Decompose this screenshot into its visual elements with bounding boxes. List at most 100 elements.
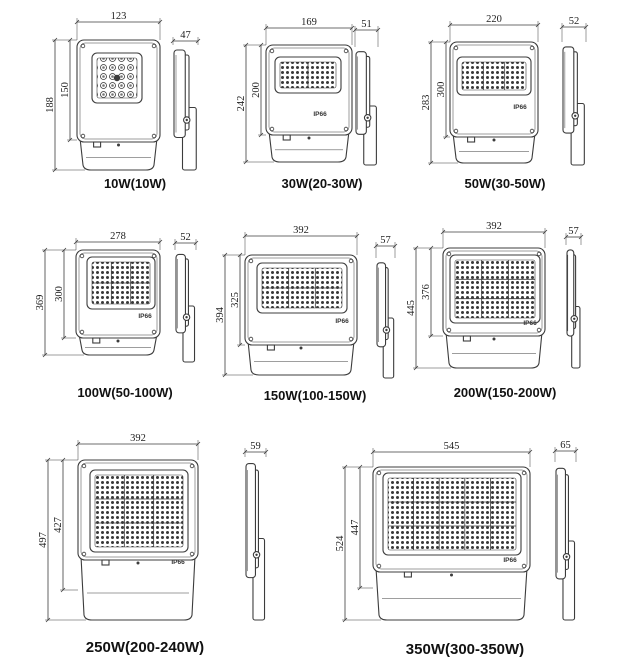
dimension-tick <box>428 160 434 166</box>
front-view: IP66 <box>244 254 358 376</box>
cable-gland-icon <box>467 136 476 143</box>
mounting-bracket <box>80 555 196 621</box>
dimension-tick <box>578 234 584 240</box>
dimension-tick <box>263 25 269 31</box>
ip-rating-label: IP66 <box>513 104 527 111</box>
dimension-tick <box>222 372 228 378</box>
body-height-value: 325 <box>230 292 241 308</box>
overall-height-value: 394 <box>215 306 226 323</box>
side-housing <box>562 46 575 134</box>
side-view: 52 <box>559 16 589 166</box>
screw-icon <box>529 45 535 51</box>
dimension-tick <box>195 441 201 447</box>
screw-icon <box>80 133 86 139</box>
screw-icon <box>453 128 459 134</box>
dimension-tick <box>563 234 569 240</box>
cable-gland-icon <box>403 571 412 578</box>
dimension-tick <box>413 365 419 371</box>
overall-height-value: 524 <box>335 535 346 552</box>
screw-icon <box>376 563 382 569</box>
front-view: IP66 <box>442 247 546 369</box>
dimension-tick <box>428 39 434 45</box>
screw-icon <box>521 470 527 476</box>
dimension-tick <box>195 38 201 44</box>
front-dimensions: 545 524 447 <box>335 441 533 623</box>
dimension-tick <box>67 137 73 143</box>
dimension-tick <box>61 335 67 341</box>
front-view: IP66 <box>449 41 539 164</box>
body-height-value: 200 <box>251 82 262 98</box>
dimension-tick <box>552 448 558 454</box>
screw-icon <box>446 251 452 257</box>
ip-rating-label: IP66 <box>313 111 327 118</box>
adjust-knob-center <box>366 116 369 120</box>
screw-icon <box>189 551 195 557</box>
side-view: 65 <box>552 440 579 621</box>
dimension-tick <box>342 464 348 470</box>
mounting-bracket <box>445 331 543 369</box>
screw-icon <box>151 133 157 139</box>
model-caption: 30W(20-30W) <box>282 176 363 191</box>
dimension-tick <box>172 240 178 246</box>
dimension-tick <box>357 464 363 470</box>
ip-rating-label: IP66 <box>138 313 152 320</box>
led-array <box>461 61 527 91</box>
dimension-tick <box>242 233 248 239</box>
model-caption: 350W(300-350W) <box>406 641 524 658</box>
dimension-tick <box>342 617 348 623</box>
overall-height-value: 369 <box>35 295 46 311</box>
dimension-tick <box>373 243 379 249</box>
dimension-tick <box>352 27 358 33</box>
vent-icon <box>492 138 496 142</box>
screw-icon <box>269 48 275 54</box>
dimension-tick <box>443 134 449 140</box>
cable-gland-icon <box>93 141 102 148</box>
depth-value: 52 <box>569 16 580 27</box>
side-housing <box>555 467 566 580</box>
dimension-tick <box>559 24 565 30</box>
dimension-tick <box>428 245 434 251</box>
cable-gland-icon <box>101 559 110 566</box>
dimension-tick <box>573 448 579 454</box>
housing-inner-edge <box>247 257 355 343</box>
screw-icon <box>81 463 87 469</box>
body-height-value: 300 <box>436 82 447 98</box>
screw-icon <box>189 463 195 469</box>
depth-value: 52 <box>180 232 191 243</box>
housing-inner-edge <box>445 250 543 334</box>
housing-inner-edge <box>80 462 196 558</box>
screw-icon <box>248 336 254 342</box>
body-height-value: 376 <box>421 284 432 300</box>
screw-icon <box>446 327 452 333</box>
width-value: 545 <box>444 441 460 452</box>
dimension-tick <box>74 19 80 25</box>
side-housing <box>175 253 186 334</box>
width-value: 123 <box>111 11 127 22</box>
cable-gland-icon <box>462 335 471 342</box>
overall-height-value: 445 <box>406 300 417 316</box>
adjust-knob-center <box>255 553 258 556</box>
side-view: 51 <box>352 19 381 166</box>
dimension-tick <box>73 239 79 245</box>
dimension-tick <box>354 233 360 239</box>
screw-icon <box>536 327 542 333</box>
adjust-knob-center <box>185 316 188 319</box>
screw-icon <box>521 563 527 569</box>
cable-gland-icon <box>282 134 291 141</box>
dimension-tick <box>75 441 81 447</box>
dimension-tick <box>535 22 541 28</box>
body-height-value: 447 <box>350 520 361 536</box>
vent-icon <box>116 339 120 343</box>
screw-icon <box>151 43 157 49</box>
adjust-knob-center <box>565 555 568 558</box>
housing-inner-edge <box>452 44 536 135</box>
dimension-tick <box>370 449 376 455</box>
model-caption: 10W(10W) <box>104 176 166 191</box>
